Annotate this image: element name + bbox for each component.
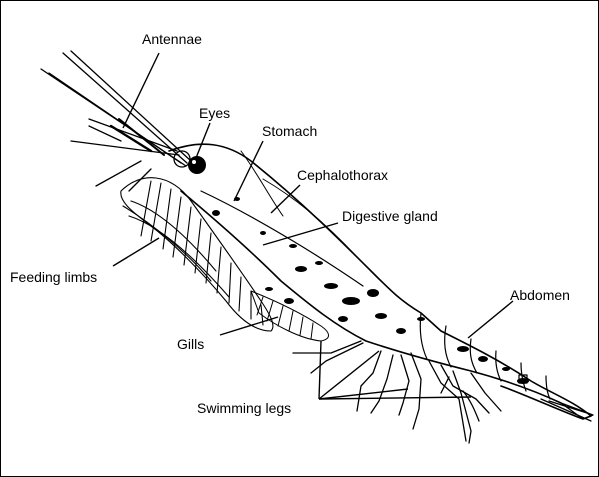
eye-illustration (173, 150, 206, 174)
label-eyes: Eyes (199, 105, 230, 121)
leader-cephalothorax (270, 184, 301, 214)
leader-swimming-legs-4 (318, 396, 472, 400)
leader-gills (219, 316, 279, 336)
abdomen-segments (419, 312, 551, 400)
label-cephalothorax: Cephalothorax (297, 167, 388, 183)
diagram-labels: Antennae Eyes Stomach Cephalothorax Dige… (10, 31, 570, 416)
gills-illustration (250, 290, 329, 342)
label-digestive-gland: Digestive gland (342, 208, 438, 224)
label-feeding-limbs: Feeding limbs (10, 269, 97, 285)
label-abdomen: Abdomen (510, 287, 570, 303)
leader-abdomen (467, 300, 514, 339)
label-swimming-legs: Swimming legs (197, 400, 291, 416)
label-stomach: Stomach (262, 123, 317, 139)
carapace-ridge (200, 190, 364, 287)
feeding-basket (120, 177, 274, 332)
leader-swimming-legs-3 (318, 388, 409, 400)
antennae-illustration (40, 50, 192, 192)
leader-swimming-legs-2 (318, 350, 380, 400)
label-gills: Gills (177, 336, 204, 352)
krill-illustration (40, 50, 594, 444)
body-mottling (212, 197, 529, 384)
leader-digestive-gland (262, 222, 339, 246)
label-antennae: Antennae (142, 31, 202, 47)
leader-eyes (195, 122, 211, 159)
leader-swimming-legs-1 (318, 340, 322, 400)
swimming-legs-illustration (292, 340, 502, 444)
leader-antennae (122, 52, 160, 129)
leader-stomach (233, 140, 264, 202)
tail-fan (540, 398, 594, 422)
leader-lines (112, 52, 514, 400)
leader-feeding-limbs (112, 237, 160, 267)
carapace-outline (168, 143, 592, 420)
